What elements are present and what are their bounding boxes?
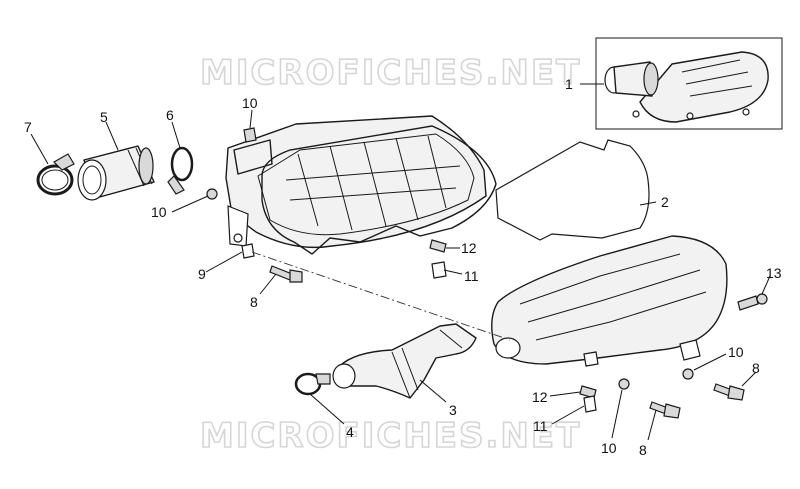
hose-clamp-small xyxy=(167,146,194,195)
assembled-air-filter-inset xyxy=(595,37,783,130)
hardware xyxy=(206,127,768,419)
intake-duct xyxy=(332,323,477,399)
callout-11b: 11 xyxy=(533,418,548,434)
callout-12b: 12 xyxy=(532,389,548,405)
callout-10d: 10 xyxy=(601,440,617,456)
leader-lines xyxy=(30,83,771,441)
assembly-center-line xyxy=(251,251,511,341)
callout-8b: 8 xyxy=(752,360,760,376)
callout-7: 7 xyxy=(24,119,32,135)
hose-clamp-duct xyxy=(294,372,331,396)
callout-6: 6 xyxy=(166,107,174,123)
filter-element xyxy=(495,139,650,241)
callout-5: 5 xyxy=(100,109,108,125)
intake-sleeve xyxy=(77,145,155,201)
callout-2: 2 xyxy=(661,194,669,210)
callout-9: 9 xyxy=(198,266,206,282)
watermark-top: MICROFICHES.NET xyxy=(200,53,581,93)
callout-10c: 10 xyxy=(728,344,744,360)
callout-8a: 8 xyxy=(250,294,258,310)
airbox-body xyxy=(225,115,487,249)
callout-4: 4 xyxy=(346,424,354,440)
hose-clamp-large xyxy=(36,153,75,196)
callout-10a: 10 xyxy=(242,95,258,111)
callout-10b: 10 xyxy=(151,204,167,220)
callout-3: 3 xyxy=(449,402,457,418)
callout-8c: 8 xyxy=(639,442,647,458)
callout-11a: 11 xyxy=(464,268,479,284)
callout-13: 13 xyxy=(766,265,782,281)
callout-12a: 12 xyxy=(461,240,477,256)
airbox-cover xyxy=(491,235,728,367)
callout-1: 1 xyxy=(565,76,573,92)
watermark-bottom: MICROFICHES.NET xyxy=(200,416,581,456)
airbox-gasket xyxy=(261,125,497,255)
